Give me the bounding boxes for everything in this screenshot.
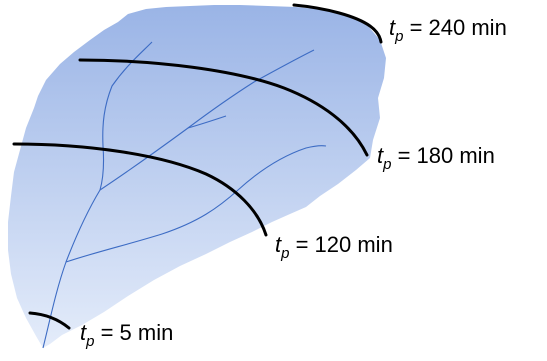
isochrone-label-120: tp = 120 min	[275, 232, 393, 262]
isochrone-120-line	[12, 142, 268, 237]
catchment-area	[8, 5, 386, 348]
label-120-value: = 120 min	[289, 232, 392, 257]
isochrone-240-line	[292, 3, 383, 44]
isochrone-label-5: tp = 5 min	[80, 320, 173, 350]
label-180-value: = 180 min	[391, 143, 494, 168]
tributary-branch	[187, 115, 227, 129]
isochrone-lines	[12, 3, 383, 330]
svg-text:tp = 5 min: tp = 5 min	[80, 320, 173, 350]
tributary-northeast	[99, 49, 315, 191]
svg-text:tp = 180 min: tp = 180 min	[377, 143, 495, 173]
isochrone-180-line	[78, 58, 369, 157]
label-120-subscript: p	[280, 245, 289, 262]
svg-text:tp = 240 min: tp = 240 min	[389, 15, 507, 45]
label-180-subscript: p	[382, 156, 391, 173]
isochrone-label-240: tp = 240 min	[389, 15, 507, 45]
label-240-subscript: p	[394, 28, 403, 45]
main-stream	[42, 41, 153, 349]
label-120-symbol: t	[275, 232, 282, 257]
label-5-subscript: p	[85, 333, 94, 350]
label-180-symbol: t	[377, 143, 384, 168]
label-240-value: = 240 min	[403, 15, 506, 40]
label-240-symbol: t	[389, 15, 396, 40]
isochrone-label-180: tp = 180 min	[377, 143, 495, 173]
label-5-symbol: t	[80, 320, 87, 345]
svg-text:tp = 120 min: tp = 120 min	[275, 232, 393, 262]
isochrone-5-line	[28, 311, 71, 330]
label-5-value: = 5 min	[94, 320, 173, 345]
